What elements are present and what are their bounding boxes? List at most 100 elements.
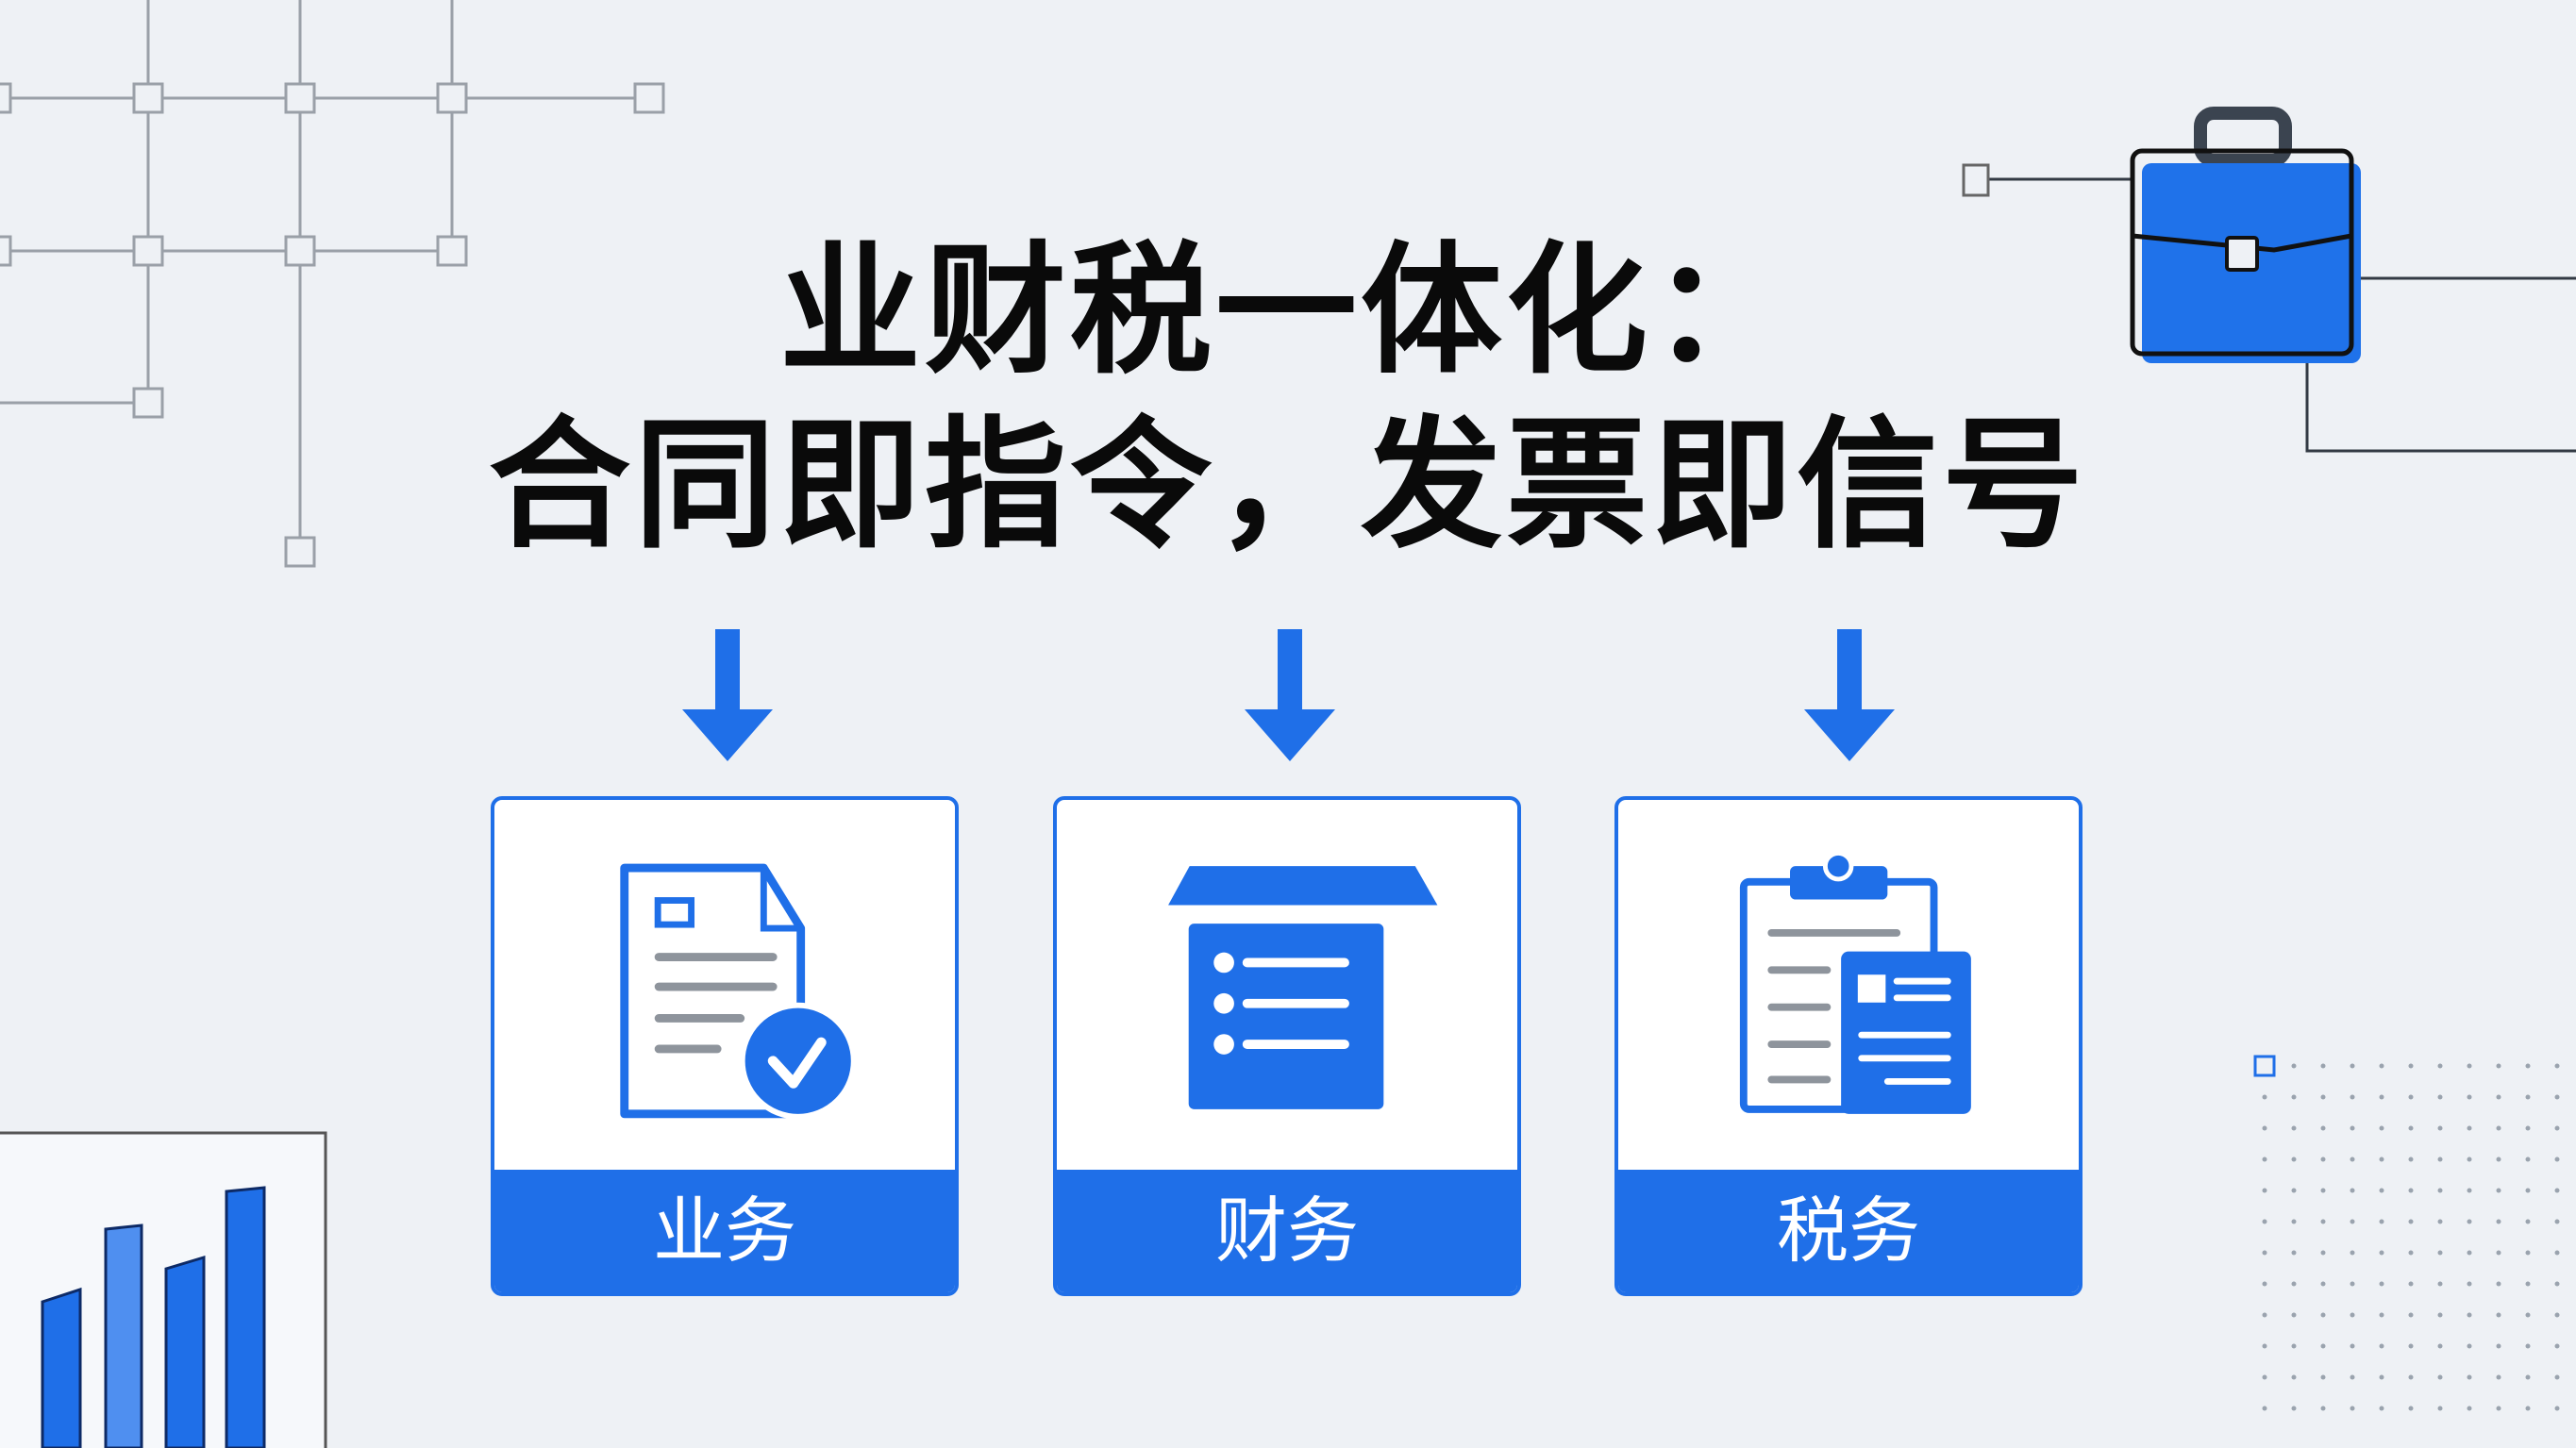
grid-dot <box>2291 1406 2297 1411</box>
grid-dot <box>2496 1157 2501 1162</box>
grid-dot <box>2437 1343 2443 1349</box>
grid-dot <box>2291 1063 2297 1069</box>
grid-dot <box>2408 1157 2414 1162</box>
grid-dot <box>2467 1343 2472 1349</box>
grid-dot <box>2437 1063 2443 1069</box>
grid-dot <box>2350 1063 2355 1069</box>
grid-dot <box>2350 1281 2355 1287</box>
grid-dot <box>2379 1219 2384 1224</box>
grid-dot <box>2291 1343 2297 1349</box>
grid-dot <box>2262 1157 2267 1162</box>
grid-dot <box>2408 1063 2414 1069</box>
grid-dot <box>2525 1188 2531 1193</box>
grid-dot <box>2437 1094 2443 1100</box>
grid-dot <box>2350 1343 2355 1349</box>
grid-dot <box>2262 1250 2267 1256</box>
grid-dot <box>2554 1219 2560 1224</box>
title-line-1: 业财税一体化： <box>778 229 1797 393</box>
grid-dot <box>2437 1406 2443 1411</box>
grid-dot <box>2467 1219 2472 1224</box>
grid-dot <box>2262 1343 2267 1349</box>
grid-dot <box>2496 1343 2501 1349</box>
grid-dot <box>2320 1374 2326 1380</box>
grid-dot <box>2467 1188 2472 1193</box>
grid-dot <box>2320 1157 2326 1162</box>
grid-dot <box>2496 1063 2501 1069</box>
grid-dot <box>2496 1374 2501 1380</box>
grid-dot <box>2525 1219 2531 1224</box>
grid-dot <box>2291 1157 2297 1162</box>
grid-dot <box>2320 1063 2326 1069</box>
grid-dot <box>2467 1063 2472 1069</box>
card-label-finance: 财务 <box>1057 1170 1517 1292</box>
grid-dot <box>2291 1281 2297 1287</box>
grid-dot <box>2496 1250 2501 1256</box>
grid-dot <box>2320 1406 2326 1411</box>
grid-dot <box>2379 1343 2384 1349</box>
grid-dot <box>2525 1250 2531 1256</box>
dot-grid-decoration <box>2253 1055 2560 1411</box>
grid-dot <box>2408 1343 2414 1349</box>
grid-dot <box>2379 1125 2384 1131</box>
grid-dot <box>2379 1063 2384 1069</box>
grid-dot <box>2408 1125 2414 1131</box>
grid-dot <box>2437 1281 2443 1287</box>
grid-dot <box>2379 1281 2384 1287</box>
grid-dot <box>2496 1188 2501 1193</box>
grid-dot <box>2379 1250 2384 1256</box>
grid-dot <box>2262 1125 2267 1131</box>
grid-dot <box>2291 1094 2297 1100</box>
grid-dot <box>2525 1063 2531 1069</box>
grid-dot <box>2496 1312 2501 1318</box>
grid-dot <box>2320 1219 2326 1224</box>
grid-dot <box>2496 1125 2501 1131</box>
grid-dot <box>2554 1094 2560 1100</box>
briefcase-icon <box>1962 107 2576 453</box>
grid-dot <box>2350 1312 2355 1318</box>
grid-dot <box>2554 1343 2560 1349</box>
grid-dot <box>2525 1125 2531 1131</box>
grid-dot <box>2467 1406 2472 1411</box>
grid-dot <box>2350 1219 2355 1224</box>
grid-dot <box>2525 1374 2531 1380</box>
grid-dot <box>2496 1219 2501 1224</box>
grid-dot <box>2467 1281 2472 1287</box>
grid-dot <box>2379 1374 2384 1380</box>
grid-dot <box>2496 1281 2501 1287</box>
grid-dot <box>2291 1312 2297 1318</box>
grid-dot <box>2350 1250 2355 1256</box>
grid-dot <box>2554 1125 2560 1131</box>
grid-dot <box>2467 1125 2472 1131</box>
grid-dot <box>2408 1281 2414 1287</box>
grid-dot <box>2525 1094 2531 1100</box>
grid-dot <box>2525 1312 2531 1318</box>
grid-dot <box>2437 1312 2443 1318</box>
grid-dot <box>2379 1094 2384 1100</box>
grid-dot <box>2320 1094 2326 1100</box>
grid-dot <box>2554 1250 2560 1256</box>
grid-dot <box>2379 1406 2384 1411</box>
grid-dot <box>2291 1219 2297 1224</box>
grid-dot <box>2262 1219 2267 1224</box>
grid-dot <box>2525 1406 2531 1411</box>
grid-dot <box>2320 1312 2326 1318</box>
grid-dot <box>2467 1157 2472 1162</box>
grid-dot <box>2496 1406 2501 1411</box>
grid-dot <box>2320 1188 2326 1193</box>
grid-dot <box>2262 1374 2267 1380</box>
grid-dot <box>2496 1094 2501 1100</box>
grid-dot <box>2408 1406 2414 1411</box>
card-business: 业务 <box>491 796 959 1296</box>
grid-dot <box>2291 1188 2297 1193</box>
title-line-2: 合同即指令，发票即信号 <box>488 404 2087 568</box>
bar-chart-decoration <box>0 1131 327 1448</box>
grid-dot <box>2379 1188 2384 1193</box>
grid-dot <box>2320 1250 2326 1256</box>
grid-dot <box>2408 1374 2414 1380</box>
grid-dot <box>2350 1374 2355 1380</box>
grid-dot <box>2467 1250 2472 1256</box>
grid-dot <box>2467 1374 2472 1380</box>
grid-dot <box>2262 1094 2267 1100</box>
grid-dot <box>2262 1312 2267 1318</box>
grid-dot <box>2554 1157 2560 1162</box>
